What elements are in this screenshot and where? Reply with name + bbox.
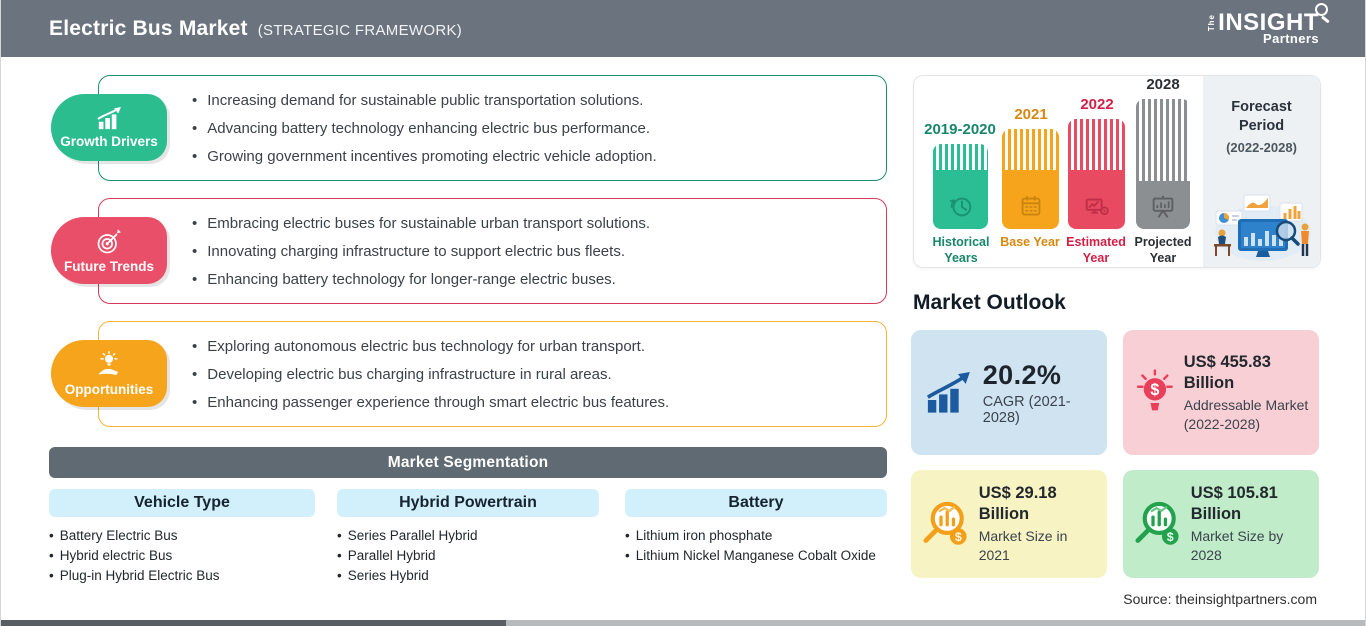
- clock-history-icon: [949, 197, 971, 217]
- growth-driver-bullet: Growing government incentives promoting …: [192, 148, 886, 165]
- growth-chart-icon: [97, 106, 121, 129]
- market-size-2028-label: Market Size by 2028: [1190, 528, 1284, 563]
- growth-chart-icon: [926, 371, 970, 413]
- target-dart-icon: [97, 228, 121, 253]
- logo-the-text: The: [1207, 14, 1217, 32]
- market-size-2028-value: US$ 105.81 Billion: [1190, 484, 1278, 523]
- market-segmentation-header: Market Segmentation: [49, 447, 887, 478]
- segment-item: Plug-in Hybrid Electric Bus: [49, 566, 315, 586]
- forecast-period-title: Forecast Period: [1231, 99, 1292, 134]
- segment-item: Battery Electric Bus: [49, 526, 315, 546]
- opportunities-box: Exploring autonomous electric bus techno…: [98, 321, 887, 427]
- estimated-year-value: 2022: [1080, 96, 1114, 113]
- addressable-market-label: Addressable Market (2022-2028): [1183, 396, 1309, 432]
- cagr-label: CAGR (2021-2028): [982, 393, 1071, 426]
- segment-header-hybrid-powertrain: Hybrid Powertrain: [337, 489, 599, 517]
- calendar-icon: [1021, 196, 1040, 216]
- dollar-bulb-icon: $: [1136, 368, 1173, 410]
- presentation-icon: [1152, 195, 1174, 218]
- analytics-illustration: [1214, 194, 1311, 261]
- opportunity-bullet: Enhancing passenger experience through s…: [192, 394, 886, 411]
- future-trends-box: Embracing electric buses for sustainable…: [98, 198, 887, 304]
- growth-drivers-label: Growth Drivers: [60, 133, 158, 149]
- historical-years-bar: [933, 144, 988, 229]
- segment-item: Series Hybrid: [337, 566, 599, 586]
- market-size-2021-label: Market Size in 2021: [978, 528, 1068, 563]
- segment-header-battery: Battery: [625, 489, 887, 517]
- addressable-market-value: US$ 455.83 Billion: [1183, 352, 1271, 392]
- future-trends-label: Future Trends: [63, 258, 154, 274]
- horizontal-scrollbar-thumb[interactable]: [1, 620, 506, 626]
- segment-item: Series Parallel Hybrid: [337, 526, 599, 546]
- report-title: Electric Bus Market: [49, 16, 248, 40]
- opportunities-badge: Opportunities: [51, 340, 167, 407]
- svg-text:$: $: [1150, 380, 1159, 398]
- historical-years-value: 2019-2020: [924, 121, 996, 138]
- segment-item: Lithium iron phosphate: [625, 526, 887, 546]
- page-title: Electric Bus Market (STRATEGIC FRAMEWORK…: [49, 17, 462, 41]
- projected-year-value: 2028: [1146, 76, 1180, 93]
- base-year-label: Base Year: [1000, 235, 1060, 249]
- svg-text:$: $: [1167, 530, 1174, 544]
- market-outlook-title: Market Outlook: [913, 291, 1066, 314]
- segment-column-battery: Battery Lithium iron phosphate Lithium N…: [625, 489, 887, 566]
- research-timeline-card: 2019-2020 Historical Years 2021: [913, 75, 1321, 268]
- horizontal-scrollbar[interactable]: [1, 620, 1365, 626]
- source-attribution: Source: theinsightpartners.com: [1123, 591, 1317, 607]
- opportunity-bullet: Developing electric bus charging infrast…: [192, 366, 886, 383]
- segment-item: Parallel Hybrid: [337, 546, 599, 566]
- growth-driver-bullet: Increasing demand for sustainable public…: [192, 92, 886, 109]
- forecast-period-panel: Forecast Period (2022-2028): [1203, 76, 1320, 267]
- cagr-value: 20.2%: [982, 359, 1062, 390]
- segment-column-vehicle-type: Vehicle Type Battery Electric Bus Hybrid…: [49, 489, 315, 586]
- bulb-hand-icon: [98, 350, 119, 375]
- monitor-gear-icon: [1085, 198, 1109, 216]
- market-size-2021-value: US$ 29.18 Billion: [978, 484, 1057, 523]
- base-year-value: 2021: [1014, 106, 1048, 123]
- addressable-market-card: $ US$ 455.83 Billion Addressable Market …: [1123, 330, 1319, 455]
- header-bar: Electric Bus Market (STRATEGIC FRAMEWORK…: [1, 0, 1365, 57]
- logo-insight-text: INSIGHT: [1218, 9, 1319, 36]
- projected-year-label: Projected Year: [1134, 235, 1192, 265]
- forecast-period-range: (2022-2028): [1226, 140, 1297, 155]
- market-size-2028-card: $ US$ 105.81 Billion Market Size by 2028: [1123, 470, 1319, 578]
- svg-text:$: $: [955, 530, 962, 544]
- estimated-year-label: Estimated Year: [1066, 235, 1126, 265]
- segment-item: Lithium Nickel Manganese Cobalt Oxide: [625, 546, 887, 566]
- growth-drivers-badge: Growth Drivers: [51, 94, 167, 161]
- segment-header-vehicle-type: Vehicle Type: [49, 489, 315, 517]
- opportunities-label: Opportunities: [64, 381, 154, 397]
- magnifier-chart-icon: $: [923, 501, 967, 545]
- historical-years-label: Historical Years: [932, 235, 990, 265]
- segment-column-hybrid-powertrain: Hybrid Powertrain Series Parallel Hybrid…: [337, 489, 599, 586]
- future-trend-bullet: Enhancing battery technology for longer-…: [192, 271, 886, 288]
- logo-partners-text: Partners: [1263, 31, 1319, 46]
- opportunity-bullet: Exploring autonomous electric bus techno…: [192, 338, 886, 355]
- market-size-2021-card: $ US$ 29.18 Billion Market Size in 2021: [911, 470, 1107, 578]
- future-trend-bullet: Embracing electric buses for sustainable…: [192, 215, 886, 232]
- report-subtitle: (STRATEGIC FRAMEWORK): [257, 21, 463, 39]
- base-year-bar: [1002, 129, 1059, 229]
- future-trend-bullet: Innovating charging infrastructure to su…: [192, 243, 886, 260]
- magnifier-chart-icon: $: [1135, 501, 1179, 545]
- future-trends-badge: Future Trends: [51, 217, 167, 284]
- cagr-card: 20.2% CAGR (2021-2028): [911, 330, 1107, 455]
- estimated-year-bar: [1068, 119, 1125, 229]
- projected-year-bar: [1136, 99, 1190, 229]
- growth-drivers-box: Increasing demand for sustainable public…: [98, 75, 887, 181]
- insight-partners-logo: The INSIGHT Partners: [1207, 3, 1330, 46]
- segment-item: Hybrid electric Bus: [49, 546, 315, 566]
- growth-driver-bullet: Advancing battery technology enhancing e…: [192, 120, 886, 137]
